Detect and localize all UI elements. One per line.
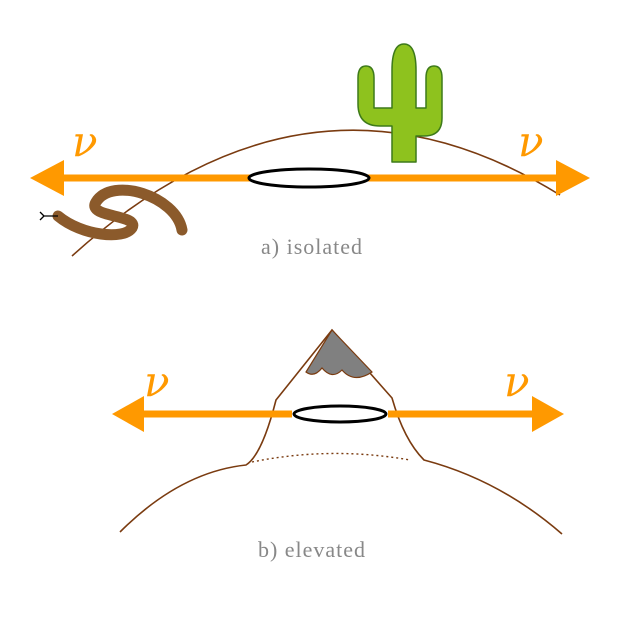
nu-label-left-elevated: ν	[144, 357, 170, 406]
arrow-head-right	[556, 160, 590, 196]
panel-isolated: ν ν a) isolated	[30, 43, 590, 259]
nu-label-right-elevated: ν	[504, 357, 530, 406]
nu-label-right-isolated: ν	[518, 117, 544, 166]
nu-label-left-isolated: ν	[72, 117, 98, 166]
horizon-curve	[71, 129, 561, 257]
snow-cap-icon	[305, 329, 373, 379]
detector-ring-icon	[247, 167, 371, 189]
original-horizon-dotted	[251, 452, 411, 463]
caption-elevated: b) elevated	[258, 537, 366, 562]
arrow-head-left	[30, 160, 64, 196]
panel-elevated: ν ν b) elevated	[112, 328, 564, 562]
neutrino-arrow-elevated	[112, 396, 564, 432]
neutrino-arrow-isolated	[30, 160, 590, 196]
cactus-icon	[357, 43, 443, 163]
caption-isolated: a) isolated	[261, 234, 363, 259]
arrow-head-left	[112, 396, 144, 432]
snake-icon	[39, 184, 188, 241]
detector-ring-icon	[292, 404, 388, 424]
arrow-head-right	[532, 396, 564, 432]
